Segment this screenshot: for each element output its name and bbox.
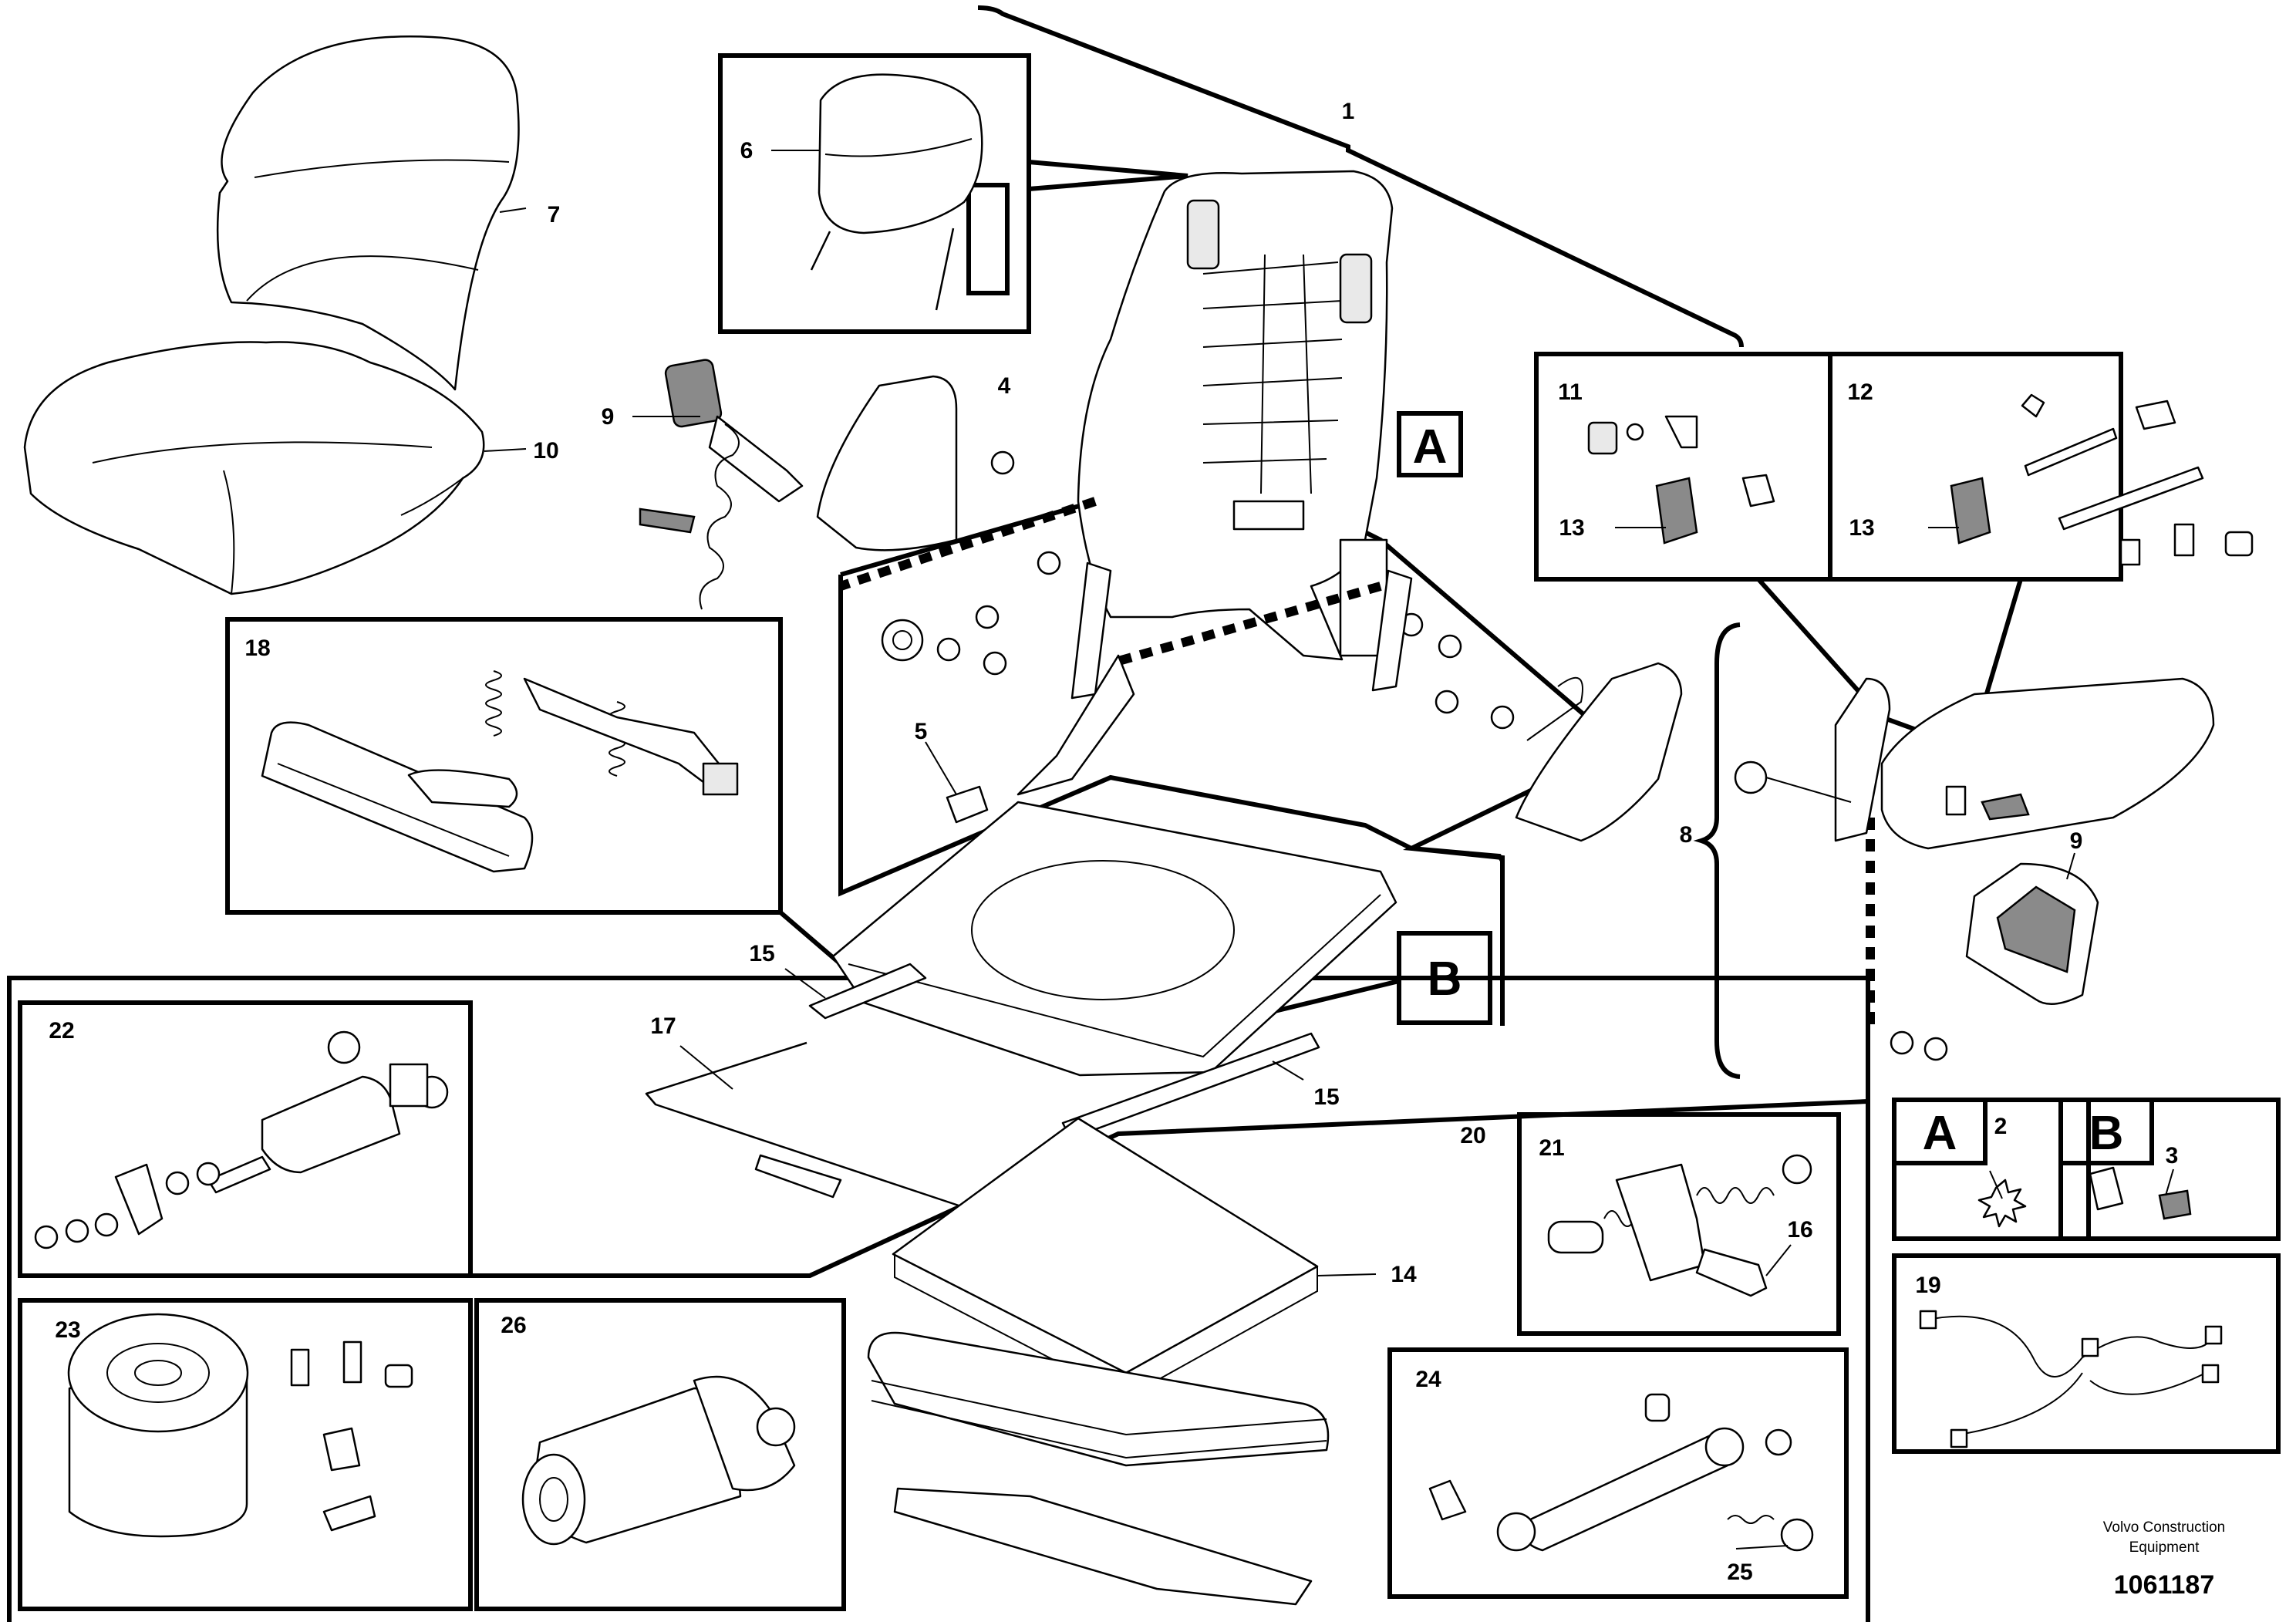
backrest-frame bbox=[1077, 170, 1394, 661]
frame-item-22 bbox=[18, 1000, 473, 1278]
gas-spring-24 bbox=[1428, 1393, 1814, 1552]
harness-connectors bbox=[1919, 1310, 2223, 1448]
detail-letter-a-box: A bbox=[1923, 1107, 1957, 1160]
headrest bbox=[810, 73, 983, 311]
callout-7: 7 bbox=[548, 202, 561, 228]
pointer-box-18 bbox=[779, 910, 842, 966]
frame-item-12 bbox=[1828, 352, 2123, 582]
callout-9-right: 9 bbox=[2070, 828, 2083, 854]
callout-21: 21 bbox=[1539, 1135, 1564, 1161]
frame-detail-b bbox=[2058, 1098, 2281, 1241]
callout-4: 4 bbox=[998, 373, 1011, 399]
callout-14: 14 bbox=[1391, 1262, 1417, 1287]
height-adjuster-valve bbox=[1547, 1154, 1812, 1297]
callout-1: 1 bbox=[1342, 99, 1355, 124]
callout-16: 16 bbox=[1787, 1217, 1812, 1243]
lumbar-adjuster-cable bbox=[639, 359, 804, 610]
bracket-item-1 bbox=[977, 5, 1744, 348]
callout-15-top: 15 bbox=[749, 941, 774, 966]
detail-letter-a-main: A bbox=[1413, 420, 1448, 474]
frame-item-23 bbox=[18, 1298, 473, 1611]
seat-base-frame bbox=[831, 801, 1397, 1077]
frame-item-6 bbox=[718, 53, 1031, 334]
callout-22: 22 bbox=[49, 1018, 74, 1044]
brace-item-8 bbox=[1693, 622, 1741, 1079]
callout-2: 2 bbox=[1994, 1114, 2008, 1139]
detail-letter-labels: A B A B bbox=[1413, 420, 2124, 1160]
callout-20: 20 bbox=[1460, 1123, 1485, 1148]
armrest-assembly bbox=[1734, 677, 2215, 850]
frame-detail-a bbox=[1892, 1098, 2091, 1241]
detail-11-parts bbox=[1587, 415, 1775, 545]
detail-12-parts bbox=[1950, 393, 2254, 566]
callout-labels: 1 6 7 4 9 10 11 12 13 13 18 5 8 9 15 15 … bbox=[49, 99, 2178, 1585]
part-number: 1061187 bbox=[2114, 1570, 2215, 1600]
callout-8: 8 bbox=[1680, 822, 1693, 848]
frame-item-26 bbox=[474, 1298, 846, 1611]
frame-letter-a-main bbox=[1397, 411, 1463, 477]
frame-item-4 bbox=[966, 183, 1010, 295]
dashed-link-bottom bbox=[1109, 582, 1382, 668]
callout-12: 12 bbox=[1847, 379, 1873, 405]
pointer-box-6 bbox=[1028, 160, 1188, 191]
detail-letter-b-main: B bbox=[1428, 953, 1462, 1006]
callout-19: 19 bbox=[1915, 1273, 1940, 1298]
shock-absorber-22 bbox=[34, 1030, 449, 1249]
footer-credit: Volvo Construction Equipment 1061187 bbox=[2103, 1519, 2225, 1600]
callout-26: 26 bbox=[501, 1313, 526, 1338]
callout-18: 18 bbox=[244, 636, 270, 661]
callout-17: 17 bbox=[650, 1013, 676, 1039]
callout-25: 25 bbox=[1727, 1560, 1752, 1585]
wiring-harness bbox=[1923, 1315, 2214, 1435]
callout-24: 24 bbox=[1415, 1367, 1441, 1392]
frame-item-21 bbox=[1517, 1112, 1841, 1336]
rod-handle bbox=[754, 1154, 842, 1199]
air-reservoir-23 bbox=[67, 1313, 413, 1538]
callout-9-left: 9 bbox=[602, 404, 615, 430]
suspension-unit bbox=[867, 1117, 1330, 1606]
backrest-cover bbox=[216, 35, 520, 391]
callout-23: 23 bbox=[55, 1317, 80, 1343]
frame-item-24 bbox=[1387, 1347, 1849, 1599]
callout-10: 10 bbox=[533, 438, 558, 464]
detail-letter-b-box: B bbox=[2089, 1107, 2124, 1160]
callout-15-bottom: 15 bbox=[1313, 1084, 1339, 1110]
callout-6: 6 bbox=[740, 138, 754, 164]
frame-item-18 bbox=[225, 617, 783, 915]
callout-13-left: 13 bbox=[1559, 515, 1584, 541]
leader-lines bbox=[484, 150, 2174, 1549]
callout-5: 5 bbox=[915, 719, 928, 744]
detail-a-star-washer bbox=[1977, 1179, 2027, 1228]
washer-armrest-1 bbox=[1890, 1030, 1914, 1055]
side-plate-right bbox=[1515, 662, 1683, 842]
compressor-motor-26 bbox=[521, 1375, 796, 1546]
side-plate-left bbox=[816, 375, 958, 551]
callout-3: 3 bbox=[2166, 1143, 2179, 1168]
armrest-control-panel bbox=[1965, 862, 2099, 1005]
seat-slide-rails bbox=[808, 963, 1320, 1140]
slide-lever-assembly bbox=[261, 670, 739, 873]
washer-armrest-2 bbox=[1923, 1037, 1948, 1061]
frame-item-19 bbox=[1892, 1253, 2281, 1454]
credit-line-2: Equipment bbox=[2129, 1539, 2200, 1556]
credit-line-1: Volvo Construction bbox=[2103, 1519, 2225, 1536]
callout-11: 11 bbox=[1558, 379, 1583, 405]
dashed-link-backrest bbox=[839, 497, 1097, 591]
callout-13-right: 13 bbox=[1849, 515, 1874, 541]
frame-letter-b-main bbox=[1397, 931, 1492, 1025]
detail-b-clip bbox=[2089, 1166, 2192, 1220]
recliner-parts bbox=[881, 450, 1583, 824]
seat-cushion bbox=[23, 341, 485, 595]
